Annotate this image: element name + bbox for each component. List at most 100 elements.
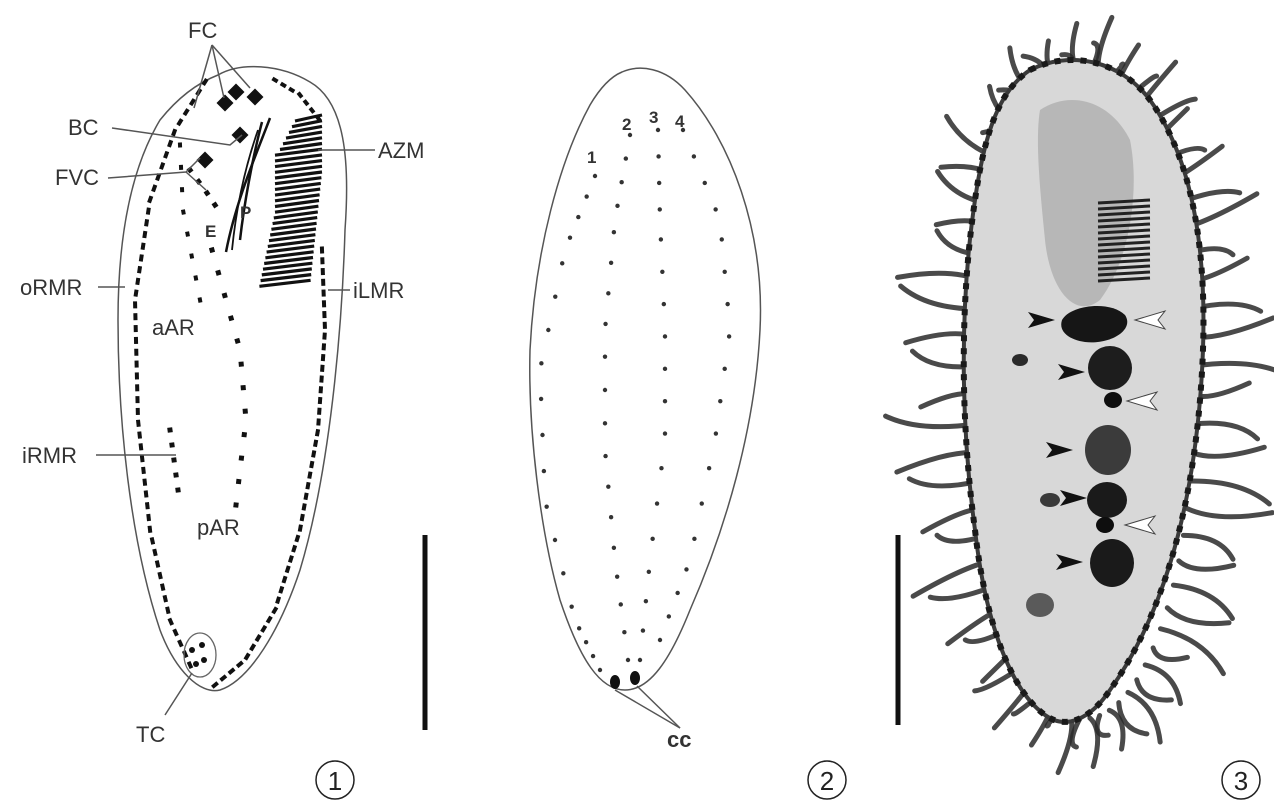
frontal-cirrus xyxy=(217,95,234,112)
kinety-4-dot xyxy=(714,431,718,435)
right-marginal-cirrus xyxy=(159,162,165,170)
left-marginal-cirrus xyxy=(307,471,312,479)
kinety-3-dot xyxy=(663,399,667,403)
frontal-row-cirrus xyxy=(309,107,316,114)
kinety-3-dot xyxy=(659,466,663,470)
panel-1-ventral-infraciliature: FC BC FVC AZM oRMR iLMR aAR iRMR pAR TC … xyxy=(20,18,425,799)
inner-right-marginal-cirrus xyxy=(171,457,177,463)
left-marginal-cirrus xyxy=(282,576,288,584)
right-marginal-cirrus xyxy=(146,514,151,521)
left-marginal-cirrus xyxy=(321,289,325,296)
kinety-3-dot xyxy=(644,599,648,603)
macronucleus-3 xyxy=(1085,425,1131,475)
frontal-row-cirrus xyxy=(280,82,287,89)
right-marginal-cirrus xyxy=(177,639,183,647)
cirrus xyxy=(1090,718,1098,766)
kinety-3-dot xyxy=(656,128,660,132)
cirrus xyxy=(1183,535,1233,559)
left-marginal-cirrus xyxy=(309,461,314,469)
left-marginal-cirrus xyxy=(298,524,303,532)
label-kinety-1: 1 xyxy=(587,148,596,167)
label-fc: FC xyxy=(188,18,217,43)
left-marginal-cirrus xyxy=(320,257,324,264)
ventral-cirrus xyxy=(243,408,248,413)
kinety-1-dot xyxy=(542,469,546,473)
leader-fc-2 xyxy=(212,45,224,98)
kinety-2-dot xyxy=(603,454,607,458)
ventral-cirrus xyxy=(239,361,244,366)
right-marginal-cirrus xyxy=(147,195,153,203)
kinety-3-dot xyxy=(658,207,662,211)
cirrus xyxy=(1194,363,1274,374)
anterior-ventral-cirrus xyxy=(189,253,194,259)
right-marginal-cirrus xyxy=(137,266,142,274)
left-marginal-cirrus xyxy=(305,482,310,490)
ventral-cirrus xyxy=(233,502,239,508)
right-marginal-cirrus xyxy=(135,372,139,379)
right-marginal-cirrus xyxy=(141,467,146,474)
kinety-2-dot xyxy=(612,546,616,550)
right-marginal-cirrus xyxy=(139,254,144,262)
leader-tc xyxy=(165,673,192,715)
inner-right-marginal-cirrus xyxy=(175,487,181,493)
left-marginal-cirrus xyxy=(315,429,320,437)
frontoventral-cirrus xyxy=(204,190,211,197)
panel-3-photomicrograph: 3 xyxy=(886,17,1274,799)
right-marginal-cirrus xyxy=(142,478,147,485)
left-marginal-cirrus xyxy=(319,375,323,382)
ventral-cirrus xyxy=(241,385,246,390)
kinety-3-dot xyxy=(656,154,660,158)
right-marginal-cirrus xyxy=(133,313,137,320)
kinety-1-dot xyxy=(540,433,544,437)
right-marginal-cirrus xyxy=(160,583,165,591)
kinety-1-dot xyxy=(584,640,588,644)
label-ilmr: iLMR xyxy=(353,278,404,303)
kinety-2-dot xyxy=(615,204,619,208)
panel-3-number: 3 xyxy=(1234,766,1248,796)
kinety-2-dot xyxy=(603,421,607,425)
anterior-ventral-cirrus xyxy=(198,297,203,303)
left-marginal-cirrus xyxy=(313,440,318,448)
caudal-cilium-1 xyxy=(610,675,620,689)
label-p: P xyxy=(240,203,251,222)
leader-fc-1 xyxy=(194,45,212,108)
cirrus xyxy=(1179,561,1234,569)
frontal-row-cirrus xyxy=(288,87,295,94)
right-marginal-cirrus xyxy=(136,420,141,427)
kinety-2-dot xyxy=(606,291,610,295)
right-marginal-cirrus xyxy=(183,108,190,116)
left-marginal-cirrus xyxy=(317,408,321,415)
kinety-2-dot xyxy=(606,484,610,488)
left-marginal-cirrus xyxy=(321,279,325,286)
left-marginal-cirrus xyxy=(288,555,294,563)
kinety-1-dot xyxy=(598,668,602,672)
kinety-4-dot xyxy=(692,154,696,158)
right-marginal-cirrus xyxy=(163,151,169,159)
panel-2-number: 2 xyxy=(820,766,834,796)
tc-circle xyxy=(184,633,216,677)
left-marginal-cirrus xyxy=(278,586,284,594)
ventral-cirrus xyxy=(222,292,228,298)
label-e: E xyxy=(205,222,216,241)
kinety-1-dot xyxy=(539,397,543,401)
kinety-1-dot xyxy=(546,328,550,332)
kinety-2-dot xyxy=(612,230,616,234)
kinety-4-dot xyxy=(723,270,727,274)
anterior-ventral-cirrus xyxy=(181,209,186,215)
right-marginal-cirrus xyxy=(152,549,157,557)
right-marginal-cirrus xyxy=(135,384,139,391)
left-marginal-cirrus xyxy=(320,365,324,372)
right-marginal-cirrus xyxy=(141,242,146,250)
kinety-1-dot xyxy=(576,215,580,219)
inclusion-3 xyxy=(1026,593,1054,617)
inclusion-1 xyxy=(1012,354,1028,366)
kinety-1-dot xyxy=(569,604,573,608)
transverse-cirrus xyxy=(199,642,205,648)
left-marginal-cirrus xyxy=(322,300,326,307)
right-marginal-cirrus xyxy=(157,572,162,580)
kinety-2-dot xyxy=(609,261,613,265)
anterior-ventral-cirrus xyxy=(179,165,183,170)
label-bc: BC xyxy=(68,115,99,140)
